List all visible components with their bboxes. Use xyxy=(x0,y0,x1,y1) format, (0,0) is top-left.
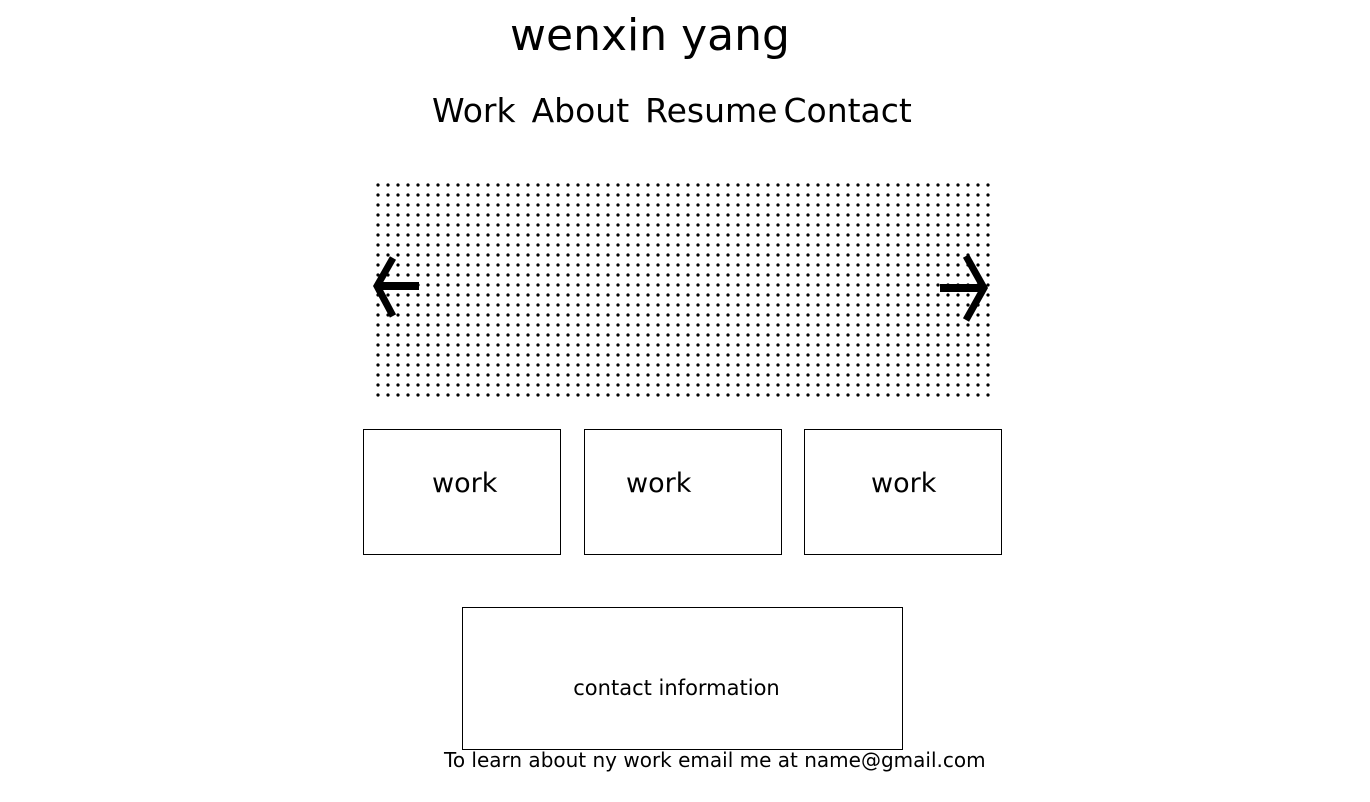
work-card-label: work xyxy=(626,468,692,499)
work-card[interactable]: work xyxy=(584,429,782,555)
arrow-left-icon xyxy=(373,256,419,318)
slider-next-button[interactable] xyxy=(940,252,992,322)
nav-item-contact[interactable]: Contact xyxy=(783,91,912,130)
main-nav: Work About Resume Contact xyxy=(432,88,912,134)
image-slider xyxy=(371,178,990,398)
site-title: wenxin yang xyxy=(510,10,790,61)
arrow-right-icon xyxy=(940,254,989,322)
work-card-label: work xyxy=(871,468,937,499)
nav-item-about[interactable]: About xyxy=(531,91,630,130)
nav-item-resume[interactable]: Resume xyxy=(645,91,778,130)
work-card-label: work xyxy=(432,468,498,499)
footer-email-note: To learn about ny work email me at name@… xyxy=(444,748,986,772)
work-card[interactable]: work xyxy=(363,429,561,555)
work-card[interactable]: work xyxy=(804,429,1002,555)
slider-prev-button[interactable] xyxy=(371,252,423,322)
contact-information-box: contact information xyxy=(462,607,903,750)
nav-item-work[interactable]: Work xyxy=(432,91,516,130)
contact-information-label: contact information xyxy=(573,676,780,700)
